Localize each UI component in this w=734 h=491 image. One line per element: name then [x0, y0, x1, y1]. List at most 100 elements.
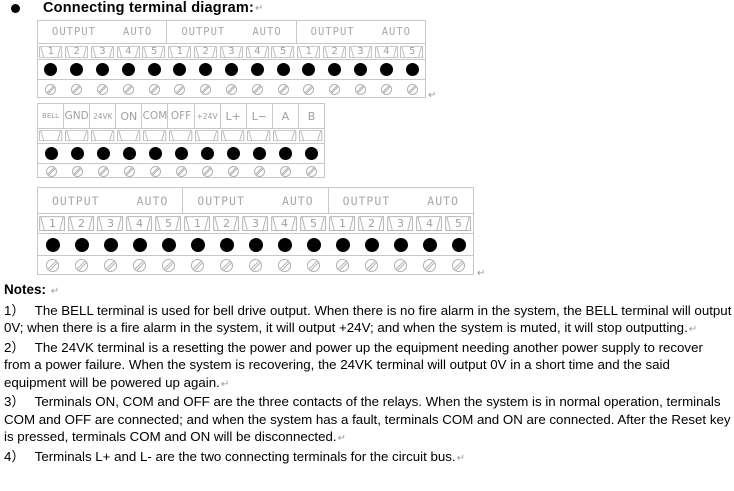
- terminal-slot: 5: [155, 216, 182, 231]
- screw-icon: [279, 165, 291, 177]
- trapezoid-outline: [245, 45, 269, 58]
- terminal-cell: [38, 80, 64, 98]
- terminal-number: 5: [165, 217, 172, 230]
- screw-icon: [365, 259, 378, 272]
- terminal-label-cell: OFF: [168, 104, 195, 128]
- terminal-cell: [90, 164, 116, 178]
- terminal-number: 3: [397, 217, 404, 230]
- terminal-cell: [125, 256, 154, 275]
- terminal-cell: [244, 60, 270, 79]
- terminal-number-cell: 4: [270, 214, 299, 233]
- dot-row: [38, 233, 473, 255]
- terminal-cell: [142, 144, 168, 163]
- screw-icon: [104, 259, 117, 272]
- note-number: 4）: [4, 448, 25, 464]
- terminal-label-cell: BELL: [38, 104, 65, 128]
- terminal-slot: 4: [374, 45, 398, 58]
- terminal-label: +24V: [196, 111, 218, 121]
- terminal-hole-icon: [96, 147, 110, 160]
- note-item-1: 1）The BELL terminal is used for bell dri…: [4, 302, 732, 339]
- auto-label: AUTO: [381, 26, 411, 38]
- terminal-cell: [386, 256, 415, 275]
- terminal-number-cell: [142, 129, 168, 143]
- terminal-cell: [141, 80, 167, 98]
- terminal-cell: [246, 164, 272, 178]
- auto-label: AUTO: [281, 193, 314, 208]
- terminal-number-cell: 2: [67, 214, 96, 233]
- terminal-cell: [270, 256, 299, 275]
- trapezoid-outline: [299, 130, 323, 142]
- terminal-label: OFF: [170, 110, 192, 122]
- terminal-slot: 4: [116, 45, 140, 58]
- screw-icon: [251, 83, 263, 95]
- trapezoid-outline: [247, 130, 271, 142]
- notes-section: Notes: ↵ 1）The BELL terminal is used for…: [4, 281, 732, 467]
- screw-icon: [220, 259, 233, 272]
- terminal-slot: 3: [242, 216, 269, 231]
- screw-icon: [71, 83, 83, 95]
- paragraph-mark-icon: ↵: [255, 2, 264, 14]
- trapezoid-outline: [348, 45, 372, 58]
- terminal-number: 1: [47, 46, 55, 57]
- terminal-hole-icon: [224, 63, 238, 76]
- terminal-slot: 3: [97, 216, 124, 231]
- terminal-number: 4: [136, 217, 143, 230]
- terminal-cell: [90, 80, 116, 98]
- terminal-number: 3: [228, 46, 235, 57]
- terminal-cell: [219, 80, 245, 98]
- trapezoid-outline: [97, 216, 124, 231]
- screw-icon: [277, 83, 289, 95]
- note-text: Terminals L+ and L- are the two connecti…: [34, 448, 456, 464]
- auto-label: AUTO: [427, 193, 459, 208]
- terminal-cell: [220, 144, 246, 163]
- output-label: OUTPUT: [52, 26, 96, 38]
- terminal-number-cell: [116, 129, 142, 143]
- terminal-hole-icon: [132, 237, 147, 252]
- terminal-hole-icon: [199, 63, 213, 76]
- terminal-cell: [116, 164, 142, 178]
- terminal-number-cell: 3: [386, 214, 415, 233]
- terminal-cell: [415, 256, 444, 275]
- terminal-slot: [221, 130, 245, 142]
- terminal-slot: [195, 130, 219, 142]
- screw-icon: [452, 259, 465, 272]
- trapezoid-outline: [68, 216, 95, 231]
- screw-icon: [394, 259, 407, 272]
- trapezoid-outline: [271, 45, 295, 58]
- output-label: OUTPUT: [197, 193, 245, 208]
- terminal-number-cell: 4: [244, 44, 270, 59]
- terminal-label-cell: COM: [142, 104, 169, 128]
- terminal-number-cell: [246, 129, 272, 143]
- terminal-cell: [64, 164, 90, 178]
- terminal-number-cell: [168, 129, 194, 143]
- terminal-cell: [373, 60, 399, 79]
- terminal-cell: [212, 234, 241, 255]
- terminal-number-cell: 4: [415, 214, 444, 233]
- screw-icon: [278, 259, 291, 272]
- dot-row: [38, 143, 324, 163]
- note-item-4: 4） Terminals L+ and L- are the two connec…: [4, 448, 732, 468]
- section-heading: Connecting terminal diagram: ↵: [8, 0, 263, 16]
- terminal-slot: 4: [245, 45, 269, 58]
- terminal-cell: [183, 234, 212, 255]
- terminal-number-cell: [64, 129, 90, 143]
- trapezoid-outline: [400, 45, 424, 58]
- terminal-label: GND: [64, 110, 89, 122]
- terminal-number: 3: [357, 46, 364, 57]
- terminal-number-cell: 5: [299, 214, 328, 233]
- terminal-cell: [154, 256, 183, 275]
- terminal-cell: [296, 80, 322, 98]
- terminal-number: 5: [310, 217, 317, 230]
- note-text: Terminals ON, COM and OFF are the three …: [4, 394, 731, 444]
- terminal-cell: [322, 60, 348, 79]
- terminal-cell: [241, 256, 270, 275]
- terminal-cell: [142, 164, 168, 178]
- trapezoid-outline: [91, 130, 115, 142]
- screw-icon: [380, 83, 392, 95]
- auto-label: AUTO: [123, 26, 153, 38]
- screw-row: [38, 255, 473, 275]
- auto-label: AUTO: [252, 26, 282, 38]
- terminal-cell: [444, 256, 473, 275]
